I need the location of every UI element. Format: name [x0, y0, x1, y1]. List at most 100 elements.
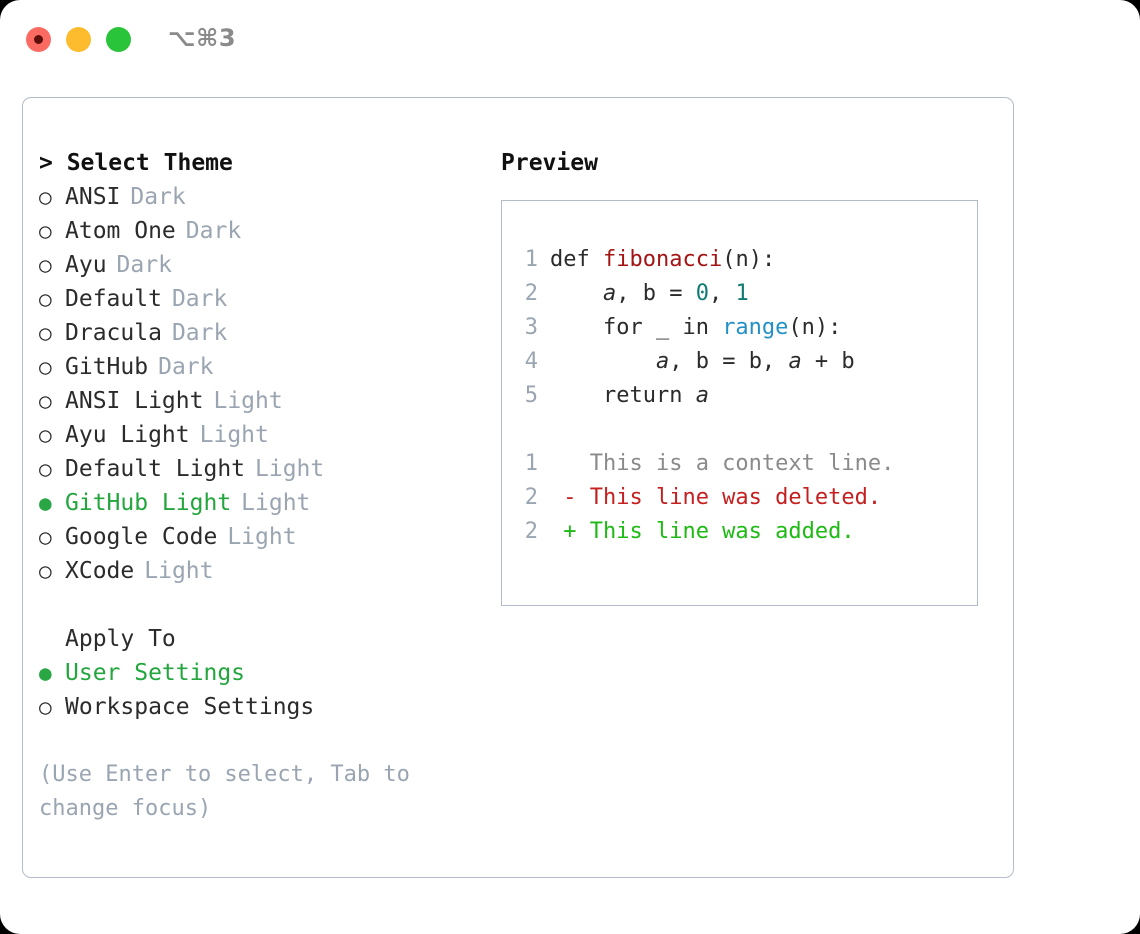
theme-option-dracula[interactable]: ○ Dracula Dark [39, 316, 479, 350]
code-line-text: def fibonacci(n): [550, 243, 775, 277]
code-token-num: 1 [735, 281, 749, 306]
theme-option-ayu-light[interactable]: ○ Ayu Light Light [39, 418, 479, 452]
code-token-func: fibonacci [602, 247, 723, 272]
line-number: 2 [524, 281, 538, 306]
radio-unselected-icon: ○ [39, 389, 52, 413]
line-number: 1 [524, 247, 538, 272]
code-token-plain: , b = b, [669, 349, 789, 374]
radio-unselected-icon: ○ [39, 423, 52, 447]
theme-option-label: Ayu [65, 252, 107, 278]
theme-option-category: Dark [130, 184, 186, 210]
diff-sample: 1 This is a context line.2 - This line w… [514, 447, 971, 549]
code-line: 4 a, b = b, a + b [514, 345, 971, 379]
theme-option-label: Default [65, 286, 162, 312]
theme-option-github-light[interactable]: ● GitHub Light Light [39, 486, 479, 520]
line-number: 5 [524, 383, 538, 408]
code-line-text: a, b = b, a + b [550, 345, 855, 379]
code-token-plain: def [550, 247, 603, 272]
select-theme-header: > Select Theme [39, 150, 233, 176]
apply-to-option-label: Workspace Settings [65, 694, 315, 720]
theme-option-category: Light [255, 456, 325, 482]
line-number: 4 [524, 349, 538, 374]
theme-option-default-light[interactable]: ○ Default Light Light [39, 452, 479, 486]
theme-option-category: Light [241, 490, 311, 516]
code-token-plain: (n): [788, 315, 842, 340]
title-bar: ⌥⌘3 [0, 0, 1140, 80]
close-icon [34, 35, 43, 44]
keyboard-shortcut-label: ⌥⌘3 [168, 24, 237, 52]
radio-unselected-icon: ○ [39, 253, 52, 277]
diff-line-context: 1 This is a context line. [514, 447, 971, 481]
theme-option-label: ANSI [65, 184, 121, 210]
diff-line-added: 2 + This line was added. [514, 515, 971, 549]
apply-to-option-workspace-settings[interactable]: ○ Workspace Settings [39, 690, 479, 724]
code-token-plain: (n): [722, 247, 776, 272]
code-line-text: return a [550, 379, 709, 413]
apply-to-header: Apply To [65, 626, 176, 652]
theme-option-label: XCode [65, 558, 135, 584]
radio-unselected-icon: ○ [39, 457, 52, 481]
preview-title: Preview [501, 150, 598, 176]
code-token-plain: , b = [616, 281, 696, 306]
theme-option-default[interactable]: ○ Default Dark [39, 282, 479, 316]
line-number: 1 [524, 451, 538, 476]
radio-selected-icon: ● [39, 491, 52, 515]
theme-option-label: ANSI Light [65, 388, 204, 414]
diff-line-deleted: 2 - This line was deleted. [514, 481, 971, 515]
radio-unselected-icon: ○ [39, 559, 52, 583]
theme-option-category: Light [227, 524, 297, 550]
theme-option-label: Dracula [65, 320, 162, 346]
apply-to-option-label: User Settings [65, 660, 246, 686]
apply-to-list: ● User Settings ○ Workspace Settings [39, 656, 479, 724]
code-line: 2 a, b = 0, 1 [514, 277, 971, 311]
code-line-text: for _ in range(n): [550, 311, 841, 345]
code-line-text: a, b = 0, 1 [550, 277, 749, 311]
code-diff-spacer [514, 413, 971, 447]
radio-unselected-icon: ○ [39, 287, 52, 311]
radio-unselected-icon: ○ [39, 219, 52, 243]
theme-option-category: Light [199, 422, 269, 448]
diff-line-text: - This line was deleted. [550, 485, 882, 510]
close-button[interactable] [26, 27, 51, 52]
radio-selected-icon: ● [39, 661, 52, 685]
minimize-button[interactable] [66, 27, 91, 52]
theme-option-label: Default Light [65, 456, 246, 482]
theme-option-google-code[interactable]: ○ Google Code Light [39, 520, 479, 554]
code-line: 5 return a [514, 379, 971, 413]
radio-unselected-icon: ○ [39, 321, 52, 345]
radio-unselected-icon: ○ [39, 525, 52, 549]
line-number: 3 [524, 315, 538, 340]
code-token-plain [550, 349, 656, 374]
code-token-plain: for _ in [550, 315, 723, 340]
keyboard-hint-text: (Use Enter to select, Tab to change focu… [39, 762, 424, 821]
code-token-plain [550, 281, 603, 306]
code-token-num: 0 [695, 281, 709, 306]
theme-option-category: Dark [171, 286, 228, 312]
theme-option-label: Google Code [65, 524, 218, 550]
maximize-button[interactable] [106, 27, 131, 52]
theme-option-label: GitHub Light [65, 490, 232, 516]
code-token-builtin: range [722, 315, 789, 340]
theme-option-ayu[interactable]: ○ Ayu Dark [39, 248, 479, 282]
theme-option-label: GitHub [65, 354, 149, 380]
theme-option-category: Dark [116, 252, 172, 278]
theme-option-label: Ayu Light [65, 422, 190, 448]
radio-unselected-icon: ○ [39, 695, 52, 719]
line-number: 2 [524, 519, 538, 544]
code-token-var: a [695, 383, 709, 408]
apply-to-option-user-settings[interactable]: ● User Settings [39, 656, 479, 690]
theme-option-category: Dark [185, 218, 242, 244]
code-line: 1 def fibonacci(n): [514, 243, 971, 277]
theme-option-category: Dark [171, 320, 228, 346]
